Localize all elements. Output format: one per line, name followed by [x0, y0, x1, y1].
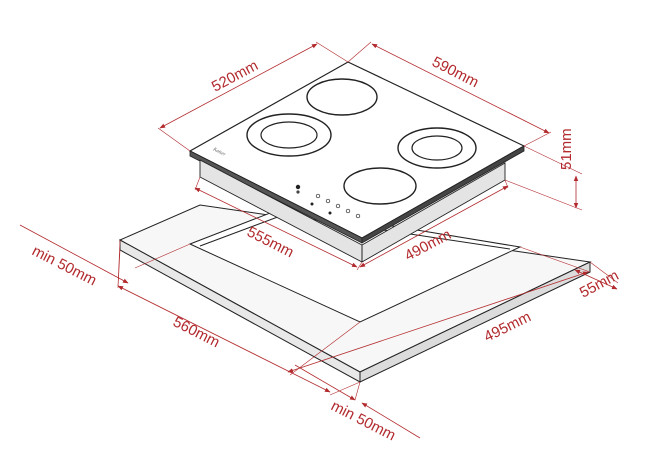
label-min-front-clearance: min 50mm [328, 397, 398, 444]
power-icon [295, 184, 301, 190]
indicator-dot-icon [310, 202, 314, 206]
brand-logo: Kaiser [211, 147, 226, 158]
dimension-lines [19, 41, 619, 439]
label-min-side-clearance: min 50mm [29, 242, 99, 289]
indicator-dot-icon [296, 190, 300, 194]
label-counter-depth: 560mm [170, 313, 222, 351]
label-hob-height: 51mm [558, 128, 575, 170]
indicator-dot-icon [328, 211, 332, 215]
label-hob-depth: 520mm [209, 57, 261, 95]
